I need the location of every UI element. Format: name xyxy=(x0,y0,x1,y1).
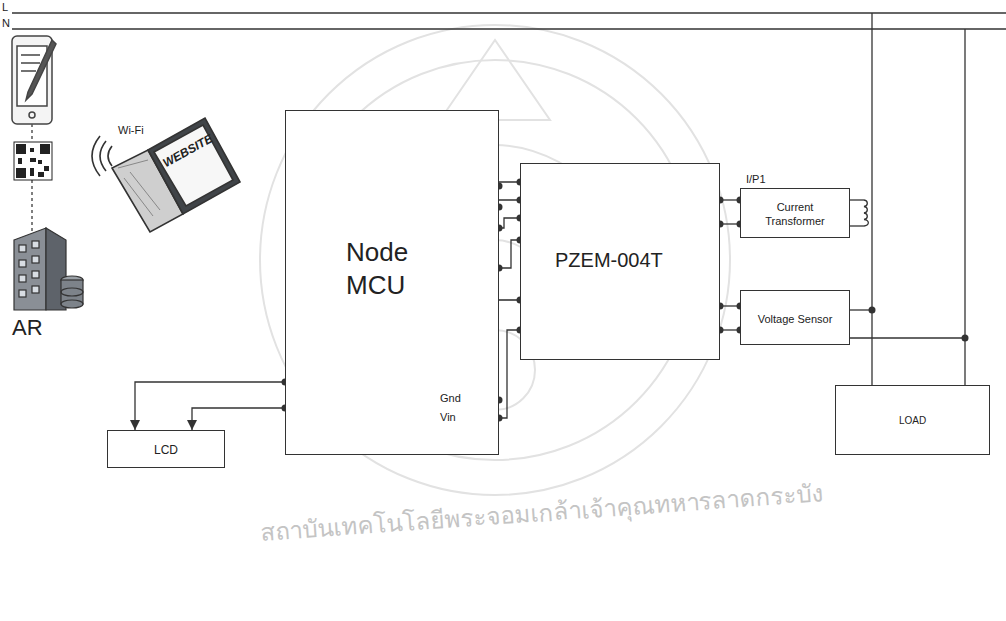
phone-icon xyxy=(12,36,56,124)
wire-connector xyxy=(192,408,285,430)
qr-code xyxy=(38,172,44,177)
watermark-emblem xyxy=(260,25,730,495)
qr-code xyxy=(16,144,26,154)
watermark-emblem xyxy=(440,40,550,120)
coil-symbol xyxy=(850,199,864,200)
input-label: I/P1 xyxy=(746,173,766,185)
mains-wires xyxy=(12,13,1006,385)
wifi-symbol xyxy=(92,136,112,176)
controller-box: Node MCU xyxy=(285,110,499,455)
qr-code xyxy=(40,144,50,154)
wifi-symbol xyxy=(92,136,100,176)
qr-code xyxy=(38,160,42,164)
laptop-icon xyxy=(112,118,240,232)
wire-connector xyxy=(499,240,520,268)
qr-code xyxy=(30,148,34,152)
qr-code xyxy=(14,142,52,180)
coil-symbol xyxy=(850,200,868,226)
building-icon xyxy=(61,288,83,296)
meter-module-box: PZEM-004T xyxy=(520,163,720,360)
building-icon xyxy=(19,290,26,297)
mains-wires xyxy=(850,337,965,338)
line-label: N xyxy=(2,17,10,29)
link-line xyxy=(31,180,33,232)
icon-label: AR xyxy=(12,316,43,340)
node-text: PZEM-004T xyxy=(555,248,663,273)
link-line xyxy=(31,124,33,142)
line-label: L xyxy=(2,1,8,13)
building-icon xyxy=(19,245,26,252)
building-icon xyxy=(19,275,26,282)
junction-dot xyxy=(962,335,969,342)
laptop-icon xyxy=(118,160,148,168)
building-icon xyxy=(32,256,39,263)
qr-code xyxy=(30,158,36,162)
watermark-emblem xyxy=(260,25,730,495)
display-box: LCD xyxy=(107,430,225,468)
phone-icon xyxy=(17,46,47,106)
building-icon xyxy=(14,228,83,310)
qr-code xyxy=(14,142,52,180)
coil-symbol xyxy=(864,200,868,226)
junction-dot xyxy=(869,307,969,342)
phone-icon xyxy=(12,36,52,124)
building-icon xyxy=(32,241,39,248)
laptop-icon xyxy=(154,125,233,206)
phone-icon xyxy=(21,62,40,64)
node-text: Voltage Sensor xyxy=(755,313,835,327)
wifi-symbol xyxy=(100,141,106,171)
node-text: Current Transformer xyxy=(755,201,835,229)
building-icon xyxy=(61,300,83,308)
building-icon xyxy=(32,271,39,278)
mains-wires xyxy=(12,28,1006,29)
phone-icon xyxy=(26,40,56,100)
pin-name: Gnd xyxy=(440,392,461,404)
mains-wires xyxy=(12,12,1006,13)
node-text: LCD xyxy=(154,443,178,458)
sensor-box: Current Transformer xyxy=(740,188,850,238)
wireless-label: Wi-Fi xyxy=(118,124,144,136)
coil-symbol xyxy=(850,225,864,226)
wire-connector xyxy=(499,330,520,418)
wire-connector xyxy=(135,382,285,430)
laptop-icon xyxy=(148,118,240,214)
building-icon xyxy=(19,241,39,297)
watermark: สถาบันเทคโนโลยีพระจอมเกล้าเจ้าคุณทหารลาด… xyxy=(259,481,824,547)
building-icon xyxy=(32,286,39,293)
node-text: Node MCU xyxy=(346,236,436,301)
qr-code xyxy=(30,168,34,176)
qr-code xyxy=(44,166,49,171)
load-box: LOAD xyxy=(835,385,990,455)
qr-code xyxy=(16,168,26,178)
mains-wires xyxy=(871,13,872,385)
building-icon xyxy=(19,260,26,267)
mains-wires xyxy=(964,29,965,385)
junction-dot xyxy=(869,307,876,314)
qr-code xyxy=(18,158,22,164)
laptop-icon xyxy=(118,160,160,216)
sensor-box: Voltage Sensor xyxy=(740,290,850,345)
node-text: LOAD xyxy=(899,415,926,428)
screen-text: WEBSITE xyxy=(161,132,215,170)
phone-icon xyxy=(21,54,40,56)
pin-name: Vin xyxy=(440,411,456,423)
phone-icon xyxy=(21,70,36,72)
laptop-icon xyxy=(124,178,153,216)
phone-icon xyxy=(29,112,35,118)
wifi-symbol xyxy=(108,146,112,166)
building-icon xyxy=(14,228,46,310)
